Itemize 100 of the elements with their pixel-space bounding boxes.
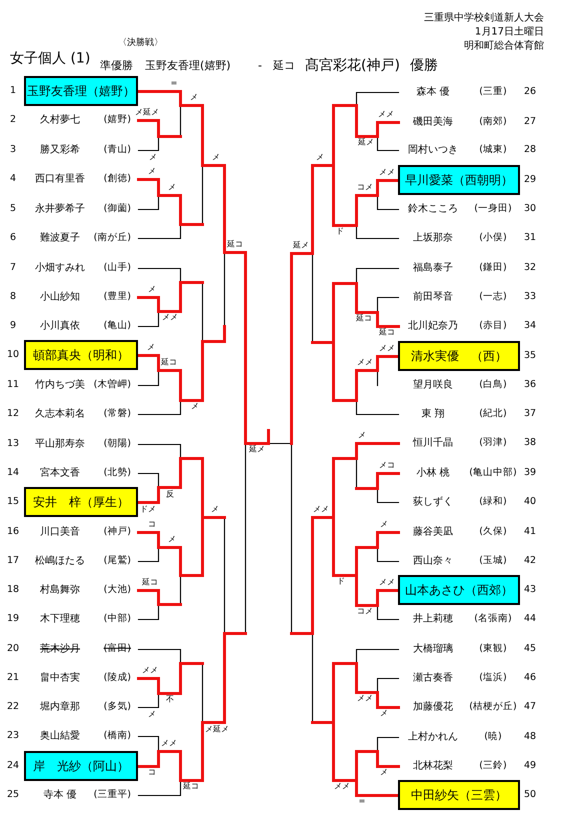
school-name: (常磐) — [104, 408, 131, 420]
entry-number: 14 — [6, 468, 20, 478]
entry-number: 44 — [524, 614, 536, 624]
player-name-box: 安井 梓（厚生） — [24, 487, 138, 517]
player-name-box: 玉野友香理（嬉野） — [24, 76, 138, 106]
school-name: (一身田) — [474, 204, 512, 214]
player-name: 小林 桃 — [416, 468, 450, 478]
score-mark: メメ — [378, 110, 394, 120]
score-mark: メメ — [379, 578, 395, 588]
school-name: (陵成) — [104, 672, 131, 684]
player-name-box: 山本あさひ（西郊） — [398, 575, 520, 605]
score-mark: メ — [191, 402, 199, 412]
school-name: (東観) — [479, 644, 507, 654]
score-mark: メ — [211, 506, 219, 514]
score-mark: メ — [358, 432, 366, 440]
school-name: (多気) — [104, 702, 131, 712]
school-name: (三重) — [479, 86, 507, 98]
entry-number: 24 — [6, 760, 20, 772]
player-name: 上村かれん — [408, 732, 458, 742]
entry-number: 11 — [6, 380, 20, 390]
player-name: 森本 優 — [416, 86, 450, 98]
entry-number: 50 — [524, 790, 536, 800]
player-name: 荻しずく — [413, 496, 453, 508]
player-name: 鈴木こころ — [408, 204, 458, 214]
entry-number: 26 — [524, 86, 536, 98]
player-name-box: 早川愛菜（西朝明） — [398, 165, 520, 195]
player-name-box: 頓部真央（明和） — [24, 340, 138, 370]
school-name: (暁) — [484, 732, 502, 742]
score-mark: ド — [337, 578, 345, 586]
school-name: (緑和) — [479, 496, 507, 508]
entry-number: 16 — [6, 526, 20, 538]
score-mark: 延コ — [379, 328, 395, 338]
entry-number: 13 — [6, 438, 20, 450]
entry-number: 42 — [524, 556, 536, 566]
dash-separator: - — [258, 60, 262, 72]
score-mark: 不 — [166, 696, 174, 704]
school-name: (神戸) — [104, 526, 131, 538]
score-mark: 延メ — [249, 446, 265, 454]
score-mark: メ — [148, 710, 156, 720]
entry-number: 23 — [6, 730, 20, 742]
school-name: (青山) — [104, 144, 131, 156]
player-name: 永井夢希子 — [35, 204, 85, 214]
entry-number: 25 — [6, 790, 20, 800]
score-mark: メ — [148, 168, 156, 176]
entry-number: 40 — [524, 496, 536, 508]
school-name: (御薗) — [104, 204, 131, 214]
score-mark: メ — [190, 94, 198, 102]
player-name: 松嶋ほたる — [35, 556, 85, 566]
school-name: (久保) — [479, 526, 507, 538]
player-name: 寺本 優 — [43, 790, 77, 800]
entry-number: 32 — [524, 262, 536, 274]
entry-number: 38 — [524, 438, 536, 448]
score-mark: メ — [168, 184, 176, 192]
player-name-box: 岸 光紗（阿山） — [24, 751, 138, 781]
player-name: 荒木沙月 — [40, 644, 80, 654]
score-mark: メメ — [334, 782, 350, 792]
result-label: 準優勝 — [100, 60, 133, 72]
player-name: 井上莉穂 — [413, 614, 453, 624]
score-mark: メメ — [313, 506, 329, 514]
entry-number: 35 — [524, 350, 536, 362]
player-name: 磯田美海 — [413, 116, 453, 128]
school-name: (富田) — [104, 644, 131, 654]
player-name: 北林花梨 — [413, 760, 453, 772]
school-name: (鎌田) — [479, 262, 507, 274]
player-name: 西口有里香 — [35, 174, 85, 184]
entry-number: 47 — [524, 702, 536, 712]
score-mark: 延コ — [161, 358, 177, 368]
player-name: 東 翔 — [421, 408, 445, 420]
player-name: 宮本文香 — [40, 468, 80, 478]
entry-number: 18 — [6, 584, 20, 596]
entry-number: 49 — [524, 760, 536, 772]
school-name: (名張南) — [474, 614, 512, 624]
section-heading: 〈決勝戦〉 — [118, 39, 163, 49]
entry-number: 43 — [524, 584, 536, 596]
entry-number: 8 — [10, 292, 16, 302]
school-name: (桔梗が丘) — [469, 702, 517, 712]
player-name: 前田琴音 — [413, 292, 453, 302]
entry-number: 28 — [524, 144, 536, 156]
entry-number: 30 — [524, 204, 536, 214]
entry-number: 5 — [10, 204, 16, 214]
school-name: (豊里) — [104, 292, 131, 302]
player-name: 奥山結愛 — [40, 730, 80, 742]
school-name: (尾鷲) — [104, 556, 131, 566]
school-name: (白鳥) — [479, 380, 507, 390]
school-name: (木曽岬) — [94, 380, 131, 390]
player-name-box: 清水実優 （西） — [398, 341, 520, 371]
school-name: (朝陽) — [104, 438, 131, 450]
entry-number: 45 — [524, 644, 536, 654]
score-mark: メメ — [357, 358, 373, 368]
entry-number: 21 — [6, 672, 20, 684]
score-mark: メ — [380, 768, 388, 778]
player-name: 小山紗知 — [40, 292, 80, 302]
school-name: (中部) — [104, 614, 131, 624]
entry-number: 1 — [10, 86, 16, 96]
player-name: 川口美音 — [40, 526, 80, 538]
player-name: 恒川千晶 — [413, 438, 453, 448]
player-name: 小畑すみれ — [35, 262, 85, 274]
category-title: 女子個人 (1) — [10, 51, 90, 67]
player-name: 上坂那奈 — [413, 232, 453, 244]
player-name: 小川真依 — [40, 320, 80, 332]
